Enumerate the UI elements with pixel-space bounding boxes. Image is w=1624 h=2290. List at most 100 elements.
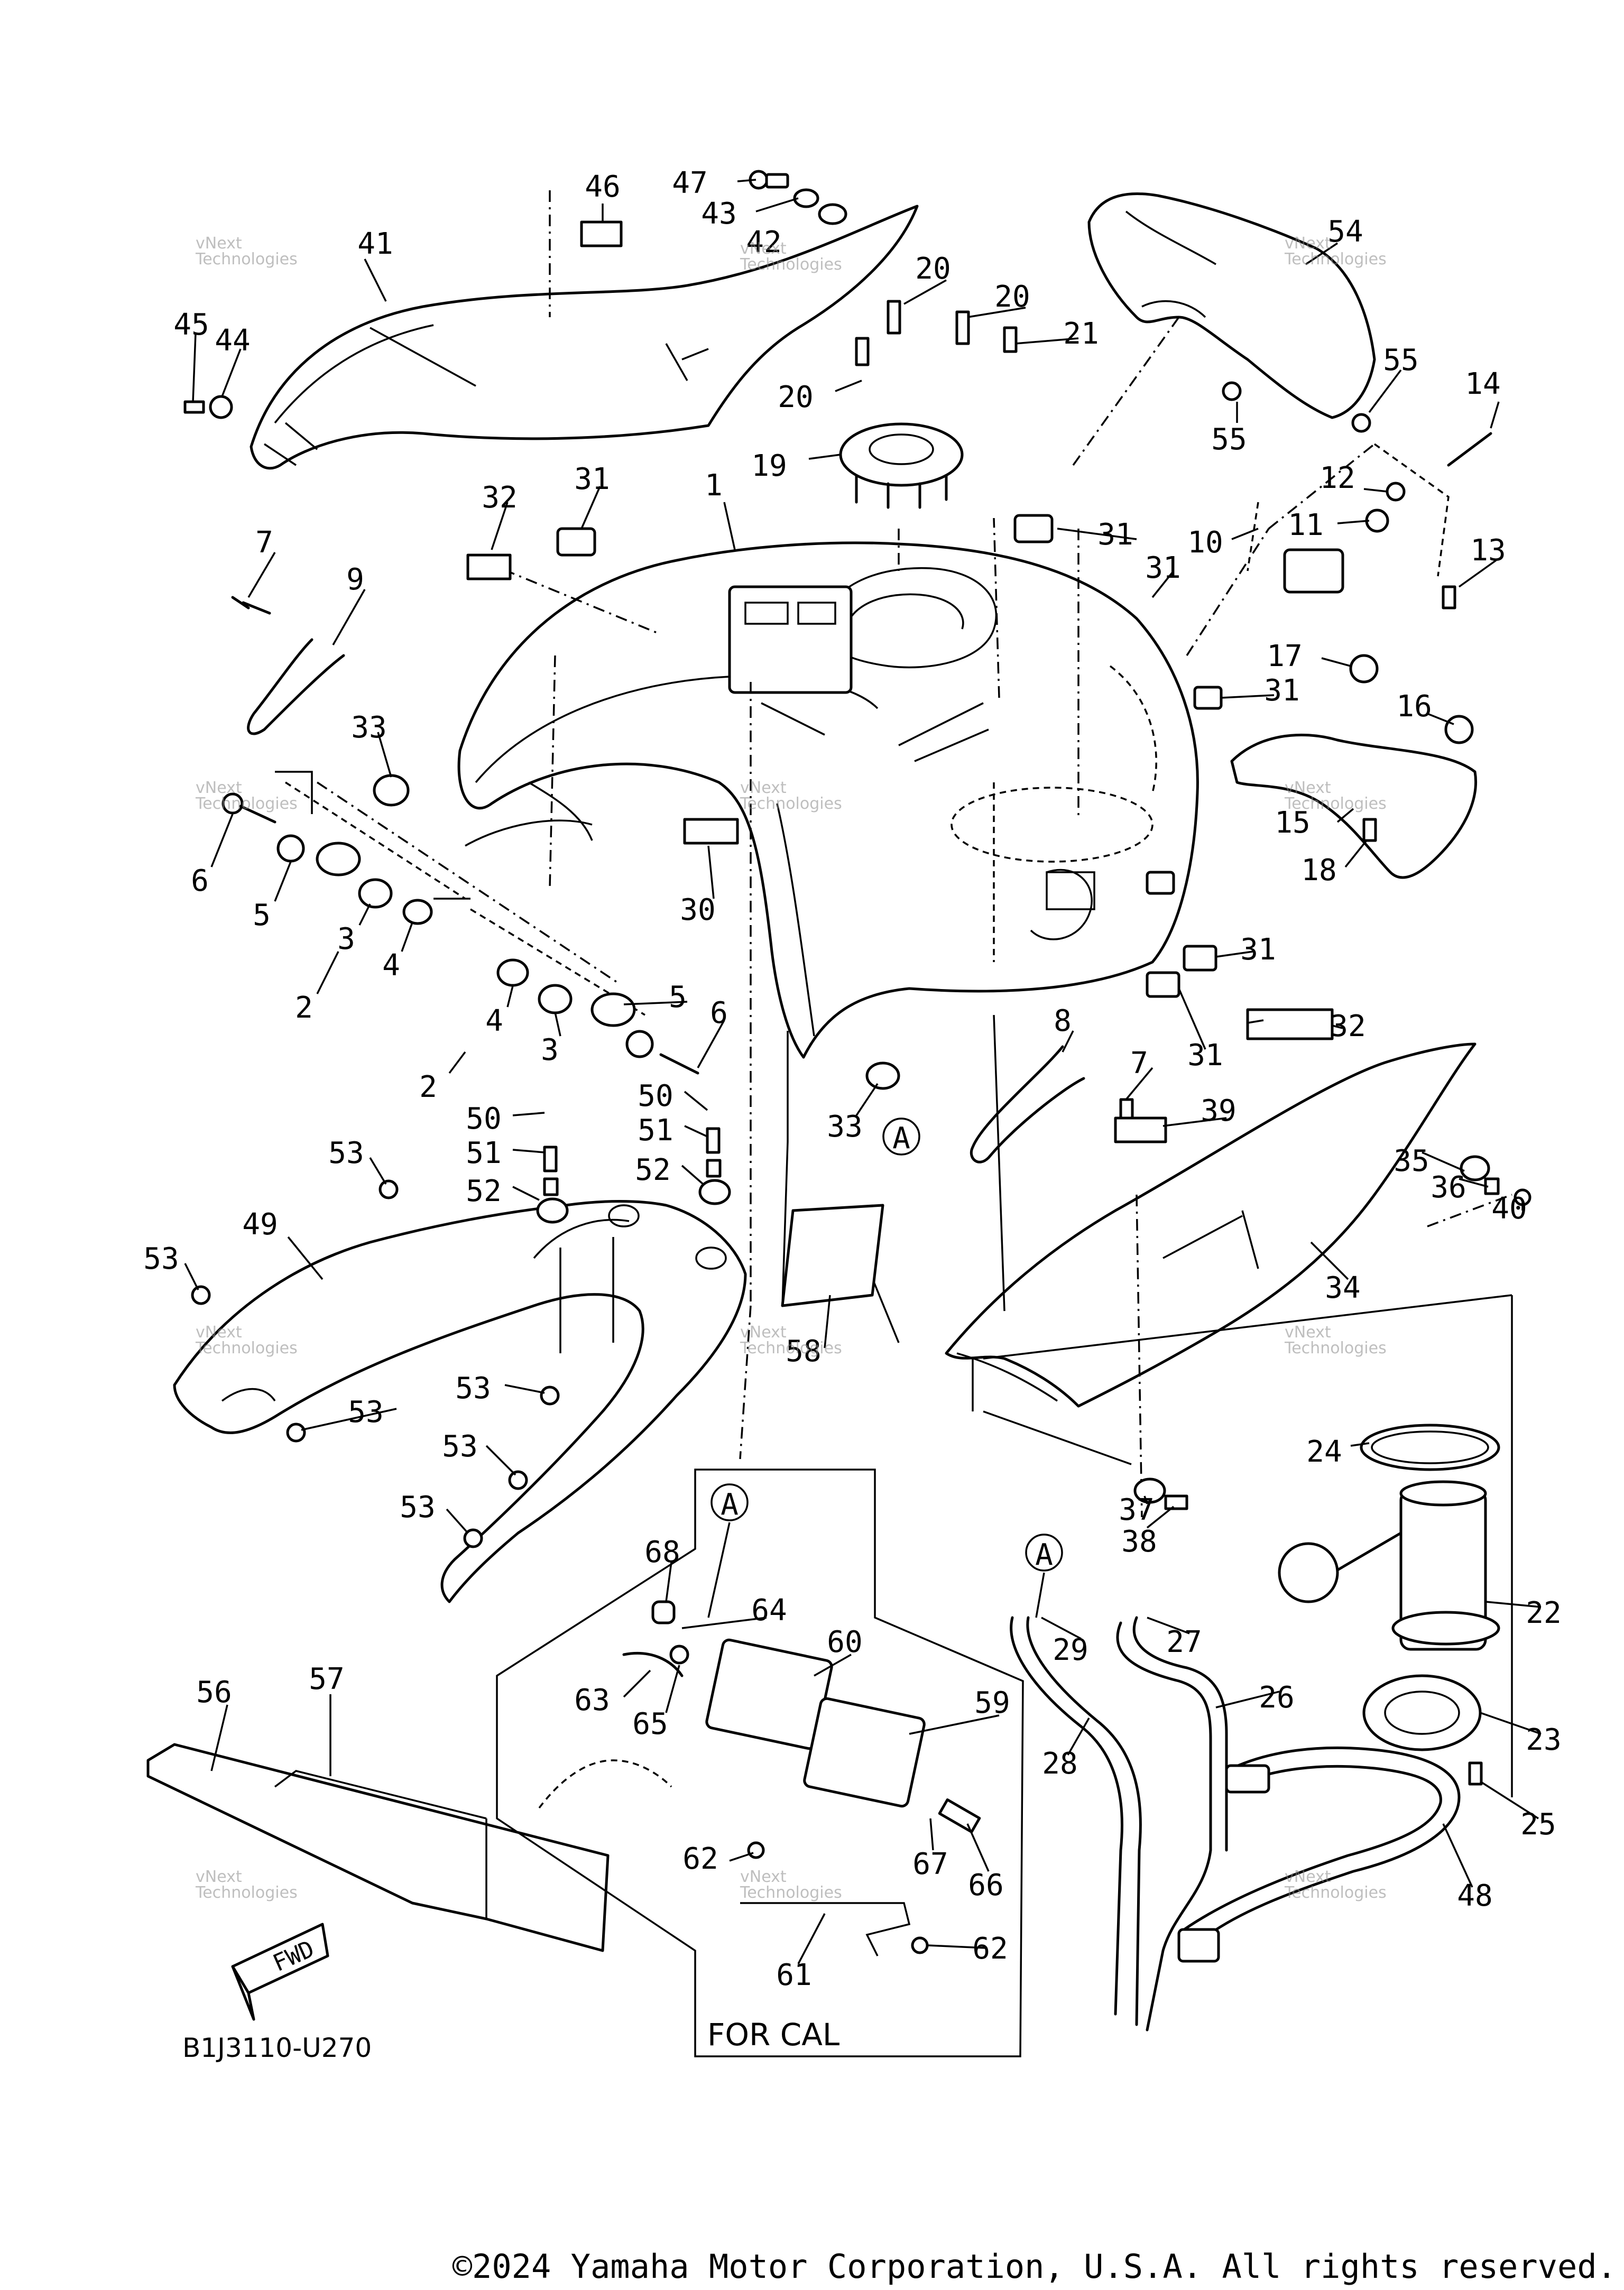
callout-15: 15 <box>1275 806 1310 840</box>
svg-text:Technologies: Technologies <box>1284 1883 1387 1902</box>
svg-text:vNext: vNext <box>196 1868 242 1886</box>
under-cover-plates <box>146 1743 610 1952</box>
callout-68: 68 <box>644 1535 680 1569</box>
callout-31: 31 <box>1187 1038 1223 1073</box>
callout-55: 55 <box>1211 422 1247 457</box>
callout-4: 4 <box>382 948 400 983</box>
callout-33: 33 <box>351 710 386 745</box>
svg-text:Technologies: Technologies <box>1284 795 1387 813</box>
svg-text:vNext: vNext <box>1285 1323 1331 1342</box>
callout-52: 52 <box>466 1174 501 1208</box>
callout-4: 4 <box>485 1004 503 1038</box>
callout-57: 57 <box>309 1662 344 1696</box>
callout-51: 51 <box>638 1113 673 1148</box>
callout-6: 6 <box>191 864 209 898</box>
callout-16: 16 <box>1396 689 1432 724</box>
callout-19: 19 <box>751 449 787 483</box>
svg-text:vNext: vNext <box>740 1868 787 1886</box>
callout-65: 65 <box>632 1707 668 1741</box>
callout-52: 52 <box>635 1153 670 1187</box>
side-cover-lower-right <box>945 1042 1477 1408</box>
callout-28: 28 <box>1042 1747 1077 1781</box>
svg-text:Technologies: Technologies <box>1284 1339 1387 1358</box>
callout-31: 31 <box>574 462 610 496</box>
callout-32: 32 <box>1330 1009 1365 1044</box>
fuel-pump <box>1278 1424 1500 1751</box>
callout-58: 58 <box>786 1334 821 1369</box>
svg-text:vNext: vNext <box>196 1323 242 1342</box>
svg-text:vNext: vNext <box>196 234 242 253</box>
callout-62: 62 <box>972 1932 1008 1966</box>
callout-41: 41 <box>357 227 393 261</box>
callout-37: 37 <box>1119 1493 1154 1527</box>
svg-text:Technologies: Technologies <box>195 1883 298 1902</box>
callout-27: 27 <box>1166 1625 1202 1659</box>
callout-25: 25 <box>1520 1807 1556 1842</box>
fuel-cap <box>839 422 964 509</box>
callout-39: 39 <box>1201 1094 1236 1128</box>
callout-20: 20 <box>778 380 813 414</box>
copyright-footer: ©2024 Yamaha Motor Corporation, U.S.A. A… <box>452 2247 1617 2286</box>
fuel-tank <box>457 541 1199 1059</box>
callout-53: 53 <box>143 1242 179 1276</box>
callout-6: 6 <box>710 996 728 1030</box>
callout-51: 51 <box>466 1136 501 1170</box>
callout-50: 50 <box>466 1102 501 1136</box>
callout-50: 50 <box>638 1079 673 1113</box>
side-cover-upper-left <box>250 205 919 470</box>
callout-53: 53 <box>328 1136 364 1170</box>
callout-49: 49 <box>242 1207 278 1242</box>
callout-5: 5 <box>253 898 271 932</box>
callout-17: 17 <box>1267 639 1302 673</box>
callout-14: 14 <box>1465 367 1500 401</box>
svg-text:Technologies: Technologies <box>740 255 842 274</box>
callout-64: 64 <box>751 1593 787 1628</box>
canister-box <box>496 1469 1024 2057</box>
callout-18: 18 <box>1301 853 1336 888</box>
callout-54: 54 <box>1327 215 1363 249</box>
hardware <box>183 170 1531 1954</box>
callout-43: 43 <box>701 197 736 231</box>
callout-33: 33 <box>827 1110 862 1144</box>
watermarks: vNext Technologies vNext Technologies vN… <box>195 234 1387 1902</box>
callout-67: 67 <box>912 1847 948 1881</box>
side-cover-upper-right <box>1087 192 1376 419</box>
callout-3: 3 <box>541 1033 559 1067</box>
callout-30: 30 <box>680 893 715 927</box>
callout-42: 42 <box>746 225 781 260</box>
svg-text:vNext: vNext <box>740 239 787 258</box>
svg-text:vNext: vNext <box>740 779 787 797</box>
callout-66: 66 <box>968 1868 1003 1903</box>
callout-5: 5 <box>669 980 687 1014</box>
svg-text:vNext: vNext <box>1285 1868 1331 1886</box>
callout-22: 22 <box>1526 1596 1561 1630</box>
callout-53: 53 <box>400 1490 435 1525</box>
svg-text:vNext: vNext <box>1285 779 1331 797</box>
callout-21: 21 <box>1063 317 1099 351</box>
assembly-leader-lines <box>275 190 1513 1797</box>
callout-8: 8 <box>1054 1004 1072 1038</box>
svg-text:Technologies: Technologies <box>195 250 298 269</box>
callout-2: 2 <box>419 1070 437 1104</box>
svg-text:Technologies: Technologies <box>740 795 842 813</box>
forward-arrow: FWD <box>231 1923 329 2021</box>
callout-23: 23 <box>1526 1723 1561 1757</box>
callout-44: 44 <box>215 324 250 358</box>
callout-53: 53 <box>348 1395 383 1429</box>
callout-31: 31 <box>1264 673 1299 708</box>
callout-32: 32 <box>482 481 517 515</box>
svg-text:Technologies: Technologies <box>195 795 298 813</box>
callout-60: 60 <box>827 1625 862 1659</box>
breather-hoses <box>1010 1616 1228 2032</box>
leader-lines <box>184 179 1542 1964</box>
callout-53: 53 <box>442 1429 477 1464</box>
callout-26: 26 <box>1259 1680 1294 1715</box>
callout-1: 1 <box>705 468 723 503</box>
callout-7: 7 <box>255 525 273 560</box>
callout-47: 47 <box>672 166 707 200</box>
callout-62: 62 <box>682 1842 718 1876</box>
svg-text:Technologies: Technologies <box>195 1339 298 1358</box>
callout-38: 38 <box>1121 1525 1157 1559</box>
callout-3: 3 <box>337 922 355 956</box>
